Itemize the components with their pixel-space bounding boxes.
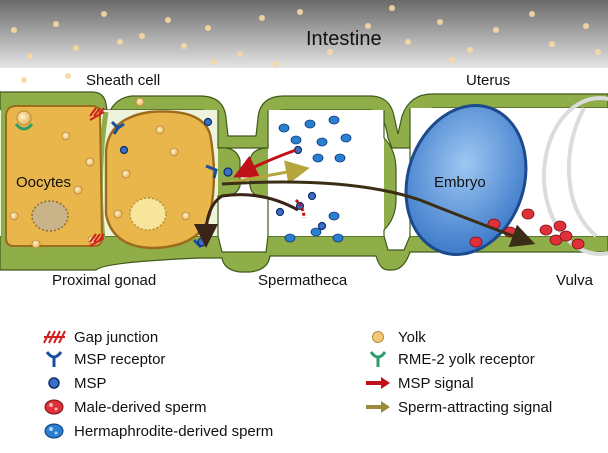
legend-label: MSP: [74, 374, 107, 392]
vulva-label: Vulva: [556, 272, 593, 289]
legend-item-msp-receptor: MSP receptor: [40, 348, 165, 370]
legend-label: RME-2 yolk receptor: [398, 350, 535, 368]
legend-label: Hermaphrodite-derived sperm: [74, 422, 274, 440]
legend-label: Yolk: [398, 328, 426, 346]
herm-sperm-cluster: [278, 115, 352, 243]
sheath-cell-label: Sheath cell: [86, 72, 161, 89]
gap-junctions: [89, 107, 105, 247]
signal-arrows: [194, 148, 536, 248]
intestine-region: [0, 0, 608, 68]
male-sperm-icon: [40, 397, 68, 417]
legend-item-sperm-signal: Sperm-attracting signal: [364, 396, 552, 418]
legend-label: MSP signal: [398, 374, 474, 392]
intestine-label: Intestine: [306, 28, 382, 50]
legend-label: MSP receptor: [74, 350, 166, 368]
legend-item-msp-signal: MSP signal: [364, 372, 474, 394]
rme2-receptor: [14, 110, 34, 131]
msp-receptor-icon: [40, 349, 68, 369]
reproductive-tract-diagram: [0, 0, 608, 273]
spermatheca-label: Spermatheca: [258, 272, 348, 289]
legend-label: Male-derived sperm: [74, 398, 207, 416]
legend-item-gap-junction: Gap junction: [40, 326, 158, 348]
gap-junction-icon: [40, 327, 68, 347]
embryo-label: Embryo: [434, 174, 486, 191]
yolk-icon: [364, 327, 392, 347]
intestine-yolk-particles: [11, 5, 601, 83]
legend-item-herm-sperm: Hermaphrodite-derived sperm: [40, 420, 273, 442]
proximal-gonad-label: Proximal gonad: [52, 272, 157, 289]
legend-label: Sperm-attracting signal: [398, 398, 553, 416]
herm-sperm-icon: [40, 421, 68, 441]
legend-label: Gap junction: [74, 328, 159, 346]
legend-item-male-sperm: Male-derived sperm: [40, 396, 207, 418]
sperm-signal-arrow-icon: [364, 397, 392, 417]
msp-icon: [40, 373, 68, 393]
msp-signal-arrow-icon: [364, 373, 392, 393]
legend-item-rme2: RME-2 yolk receptor: [364, 348, 535, 370]
legend-item-yolk: Yolk: [364, 326, 426, 348]
embryo: [404, 96, 608, 256]
oocytes-label: Oocytes: [16, 174, 72, 191]
rme2-receptor-icon: [364, 349, 392, 369]
legend-item-msp: MSP: [40, 372, 107, 394]
uterus-label: Uterus: [466, 72, 511, 89]
